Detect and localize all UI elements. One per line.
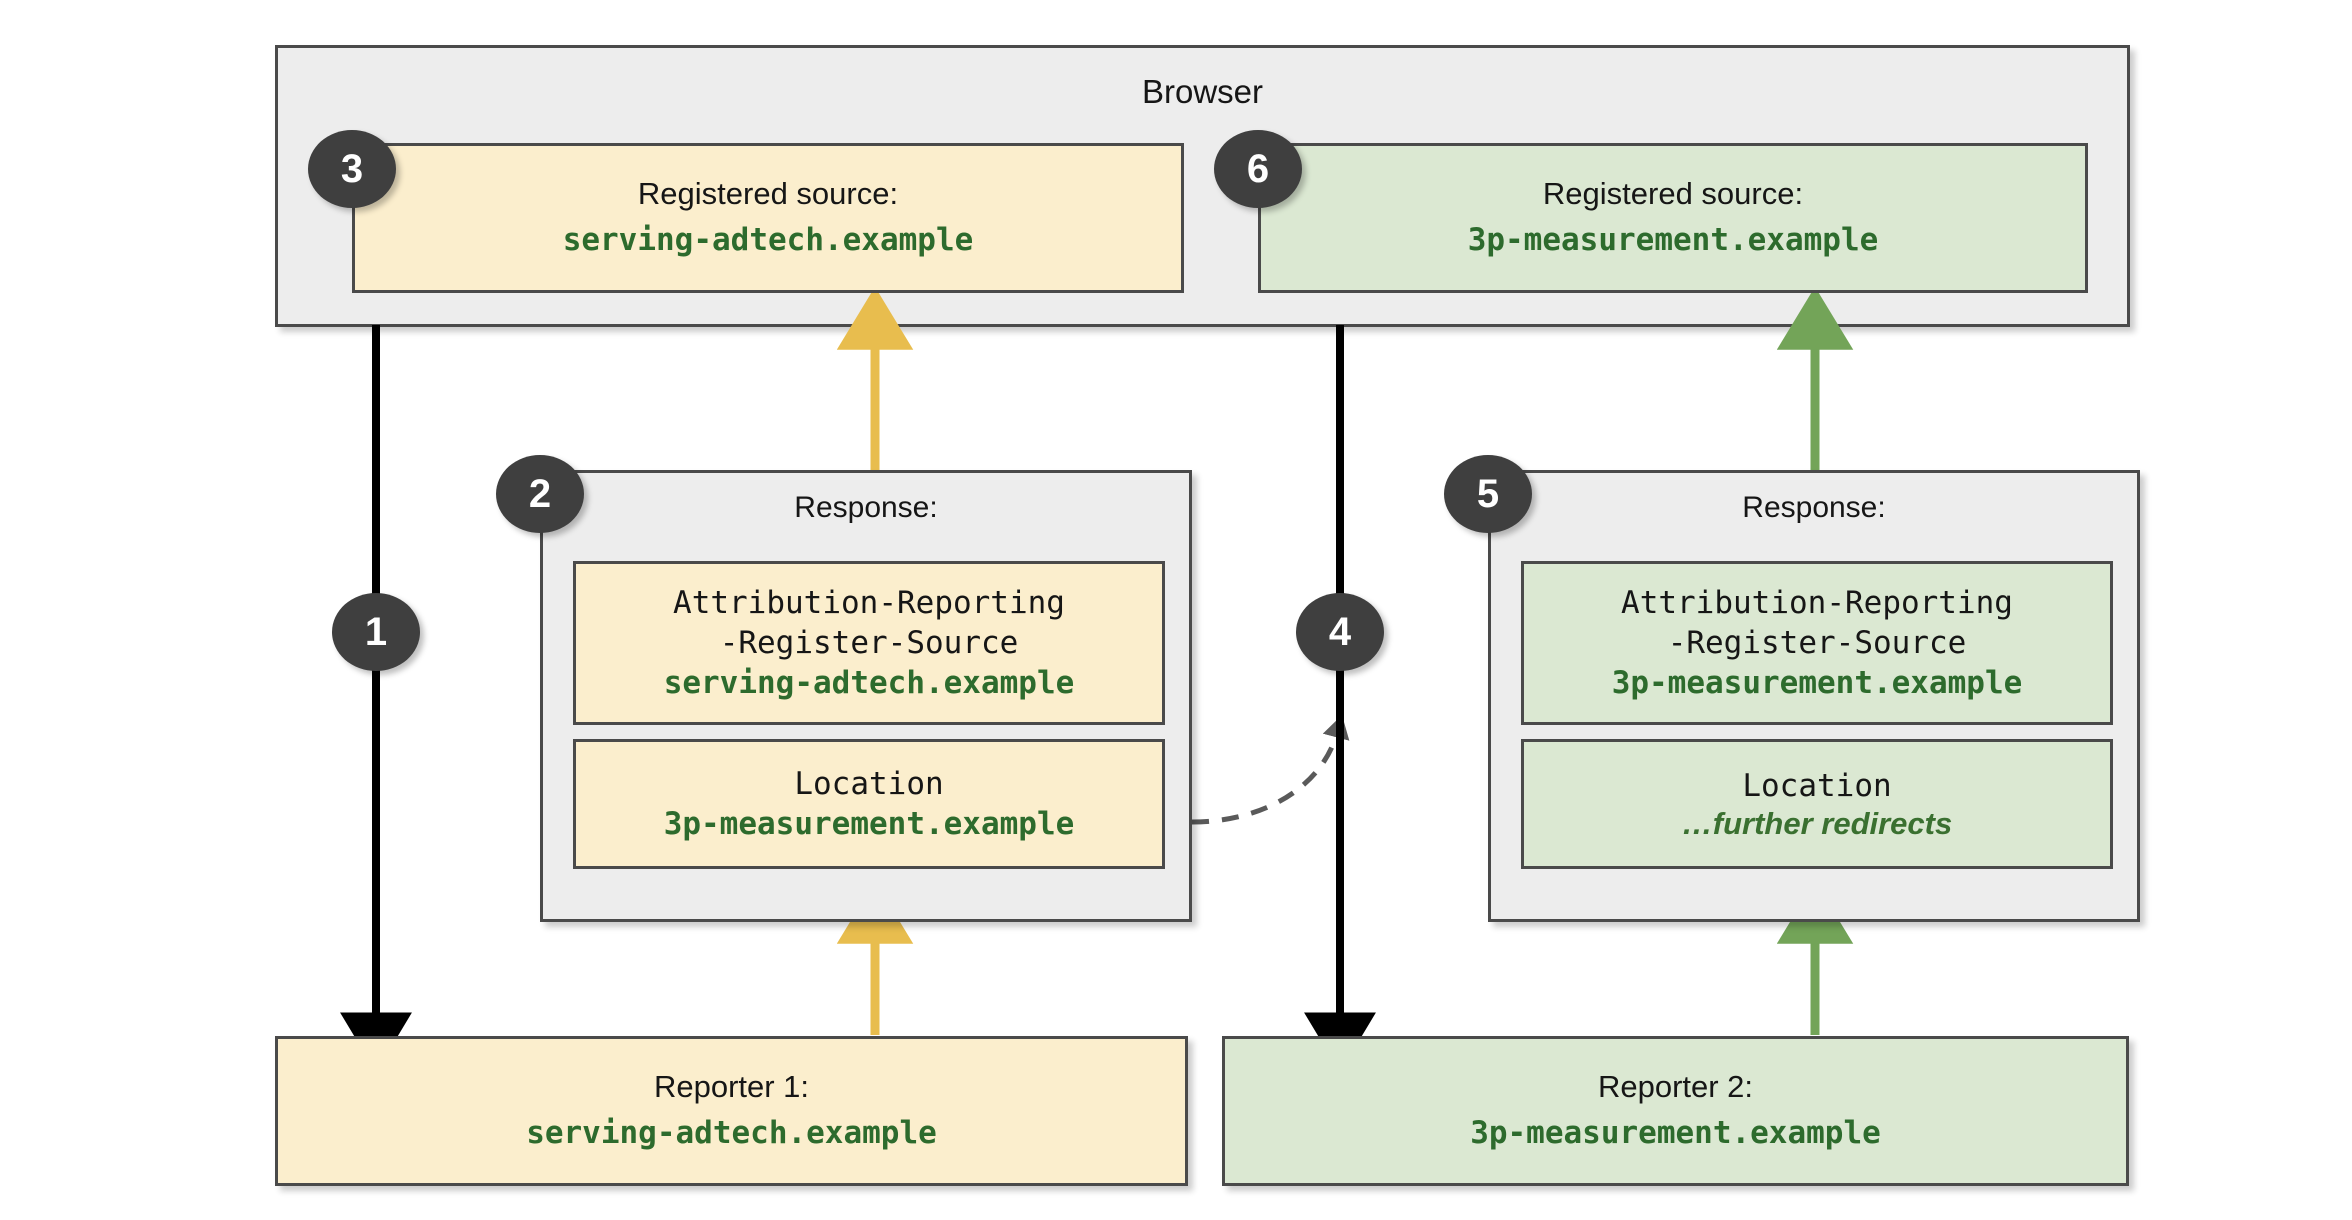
header-name-line1-1-1: Attribution-Reporting [673,584,1065,621]
response-box-2: Response: Attribution-Reporting -Registe… [1488,470,2140,922]
step-badge-6: 6 [1214,130,1302,208]
reporter-heading-2: Reporter 2: [1597,1069,1754,1105]
reporter-box-2: Reporter 2: 3p-measurement.example [1222,1036,2129,1186]
response-heading-2: Response: [1742,491,1886,524]
browser-label: Browser [1141,73,1264,110]
header-name-line2-2-1: -Register-Source [1667,624,1967,661]
response-heading-1: Response: [794,491,938,524]
header-value-2-1: 3p-measurement.example [1611,665,2023,702]
dashed-redirect-arrow [1191,715,1350,825]
registered-source-value-1: serving-adtech.example [562,222,974,259]
registered-source-box-2: Registered source: 3p-measurement.exampl… [1258,143,2088,293]
reporter-value-2: 3p-measurement.example [1470,1115,1881,1152]
response-header-box-1-1: Attribution-Reporting -Register-Source s… [573,561,1165,725]
header-value-1-2: 3p-measurement.example [663,806,1075,842]
response-box-1: Response: Attribution-Reporting -Registe… [540,470,1192,922]
step-badge-4: 4 [1296,593,1384,671]
header-value-1-1: serving-adtech.example [663,665,1075,702]
response-header-box-2-2: Location …further redirects [1521,739,2113,869]
response-header-box-2-1: Attribution-Reporting -Register-Source 3… [1521,561,2113,725]
reporter-box-1: Reporter 1: serving-adtech.example [275,1036,1188,1186]
registered-source-heading-2: Registered source: [1542,176,1804,212]
header-name-line1-2-1: Attribution-Reporting [1621,584,2013,621]
header-name-line1-2-2: Location [1742,767,1892,804]
registered-source-heading-1: Registered source: [637,176,899,212]
header-name-line2-1-1: -Register-Source [719,624,1019,661]
registered-source-box-1: Registered source: serving-adtech.exampl… [352,143,1184,293]
registered-source-value-2: 3p-measurement.example [1467,222,1879,259]
step-badge-2: 2 [496,455,584,533]
step-badge-5: 5 [1444,455,1532,533]
reporter-heading-1: Reporter 1: [653,1069,810,1105]
step-badge-3: 3 [308,130,396,208]
header-value-2-2: …further redirects [1681,806,1953,842]
reporter-value-1: serving-adtech.example [526,1115,937,1152]
header-name-line1-1-2: Location [794,765,944,802]
response-header-box-1-2: Location 3p-measurement.example [573,739,1165,869]
step-badge-1: 1 [332,593,420,671]
